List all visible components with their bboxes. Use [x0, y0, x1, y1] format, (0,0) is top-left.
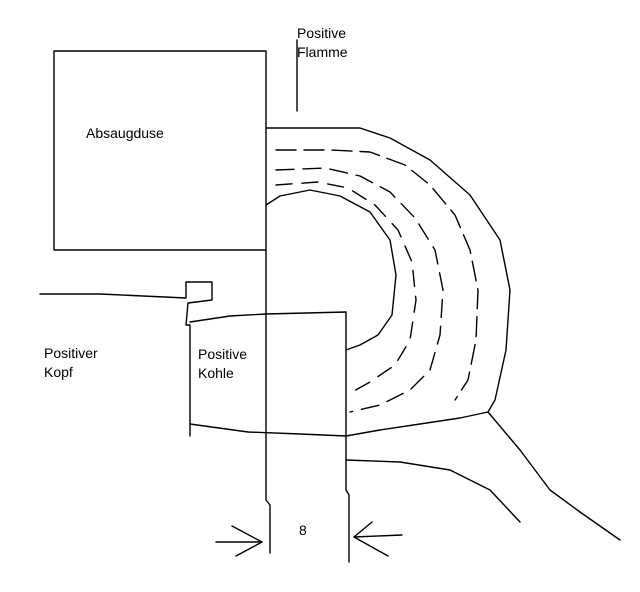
left-rod-line [265, 249, 271, 554]
flame-dash-line-1 [275, 149, 479, 401]
label-positive-coal: Positive Kohle [198, 345, 247, 383]
label-line: Positiver [44, 345, 98, 361]
label-suction-nozzle: Absaugduse [86, 125, 164, 141]
left-arrow-head [231, 525, 263, 557]
label-line: Positive [198, 346, 248, 362]
flame-outer-boundary [265, 127, 511, 437]
label-line: Positive [297, 25, 347, 41]
suction-nozzle-box [53, 50, 267, 251]
right-rod-line [345, 435, 350, 563]
flow-line-right [487, 411, 621, 541]
label-positive-head: Positiver Kopf [44, 344, 98, 382]
label-positive-flame: Positive Flamme [297, 24, 348, 62]
right-arrow-shaft [353, 534, 403, 538]
label-line: Kopf [44, 364, 73, 380]
right-arrow-head [353, 521, 389, 557]
label-line: Kohle [198, 365, 234, 381]
label-gap-number: 8 [299, 522, 307, 538]
flow-line-lower [345, 459, 521, 523]
flame-dash-line-2 [275, 167, 444, 413]
flame-dash-line-3 [275, 181, 417, 393]
label-line: Flamme [297, 44, 348, 60]
flame-inner-boundary [265, 189, 397, 351]
positive-coal-outline [189, 311, 347, 437]
positive-head-outline [39, 281, 213, 437]
